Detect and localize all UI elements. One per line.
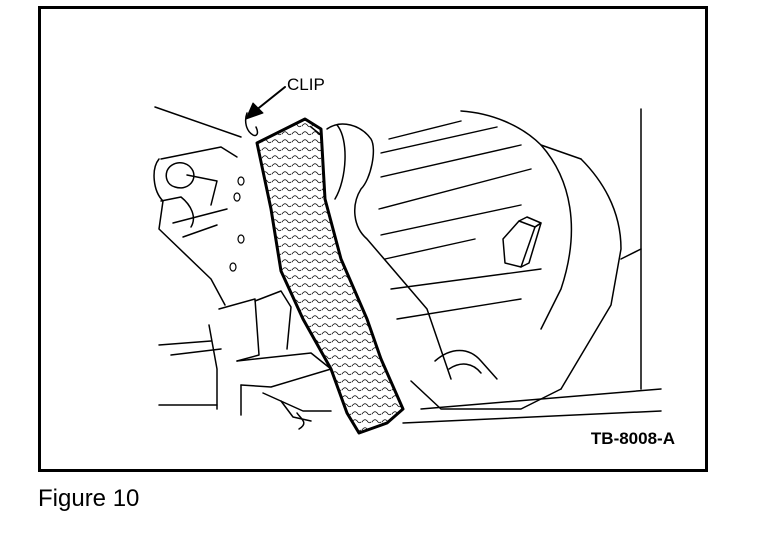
left-bracket [153,106,242,306]
clip-illustration [153,86,662,435]
door-frame [326,108,662,424]
clip-callout-label: CLIP [287,75,325,94]
weatherstrip [255,117,405,435]
latch-block [502,216,542,268]
mount-holes [229,176,245,272]
clip-knob [244,112,259,137]
panel-lines [378,120,542,320]
figure-frame: CLIP TB-8008-A [38,6,708,472]
part-number-label: TB-8008-A [590,429,675,448]
figure-caption: Figure 10 [38,485,140,512]
callout-arrow [245,86,286,120]
lower-structure [158,290,332,430]
